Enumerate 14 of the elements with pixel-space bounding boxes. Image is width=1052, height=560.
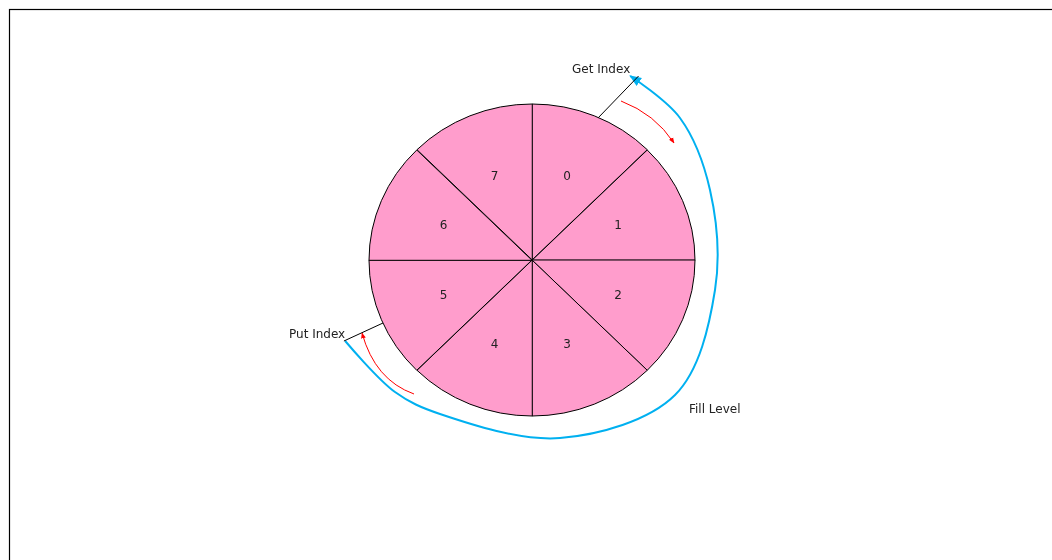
leader-line xyxy=(343,322,384,342)
slot-index: 4 xyxy=(490,336,499,351)
slot-index: 6 xyxy=(439,218,448,233)
leader-line xyxy=(597,75,640,119)
slot-index: 2 xyxy=(614,287,622,302)
slot-index: 7 xyxy=(490,169,499,184)
index-label: Put Index xyxy=(289,328,346,341)
slot-index: 1 xyxy=(614,218,622,233)
slot-index: 0 xyxy=(563,169,571,184)
slot-index: 5 xyxy=(439,287,448,302)
slot-index: 3 xyxy=(563,336,571,351)
fill-level-label: Fill Level xyxy=(689,402,741,416)
index-label: Get Index xyxy=(572,63,631,76)
fill-level-arrow xyxy=(344,75,719,440)
